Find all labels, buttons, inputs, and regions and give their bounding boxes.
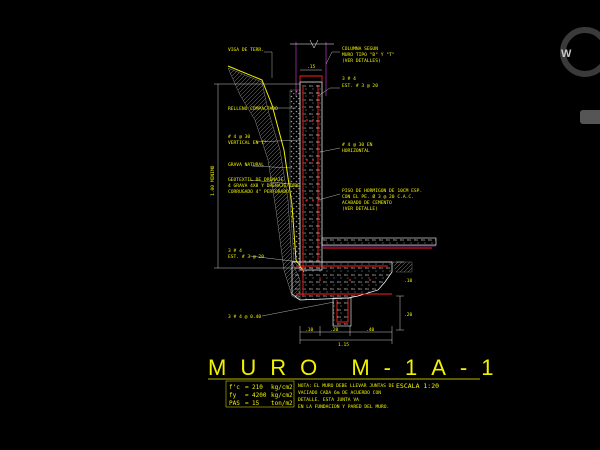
note-line-1: EL MURO DEBE LLEVAR JUNTAS DE <box>314 383 394 389</box>
dim-b3: .40 <box>366 327 375 333</box>
label-piso-3: ACABADO DE CEMENTO <box>342 200 392 206</box>
label-piso-2: CON EL PE. Ø 3 @ 20 C.A.C. <box>342 193 414 200</box>
label-bar4-b: EST. # 3 @ 20 <box>228 254 264 260</box>
label-piso-1: PISO DE HORMIGON DE 10CM ESP. <box>342 188 422 194</box>
dim-top: .15 <box>307 64 316 70</box>
compass-letter-w: W <box>561 48 572 60</box>
label-bar3-a: # 4 @ 30 EN <box>342 142 373 148</box>
note-line-3: DETALLE. ESTA JUNTA VA <box>298 397 359 403</box>
wall-section-detail: VIGA DE TERR. COLUMNA SEGUN MURO TIPO "B… <box>210 39 437 348</box>
label-bar1-a: 3 # 4 <box>342 76 356 82</box>
reinforcement <box>296 75 432 323</box>
footing <box>291 261 393 301</box>
label-geotextil-2: 4 GRAVA 4X8 Y DRENAJE/TUBE <box>228 183 300 189</box>
rebar-dots <box>306 119 371 281</box>
drawing-title: MURO M-1A-1 <box>208 355 507 380</box>
note-head: NOTA: <box>298 383 312 389</box>
material-unit: kg/cm2 <box>271 392 293 399</box>
gravel-drain <box>289 89 301 269</box>
drawing-scale: ESCALA 1:20 <box>396 382 439 390</box>
floor-slab <box>321 237 437 246</box>
column-lines <box>295 42 327 96</box>
label-columna-1: COLUMNA SEGUN <box>342 46 378 52</box>
label-vertical-dim: 1.00 MINIMO <box>210 165 216 196</box>
material-value: 4200 <box>252 392 267 399</box>
compass-widget[interactable]: W <box>560 27 600 77</box>
viewcube-home-button[interactable] <box>580 110 600 124</box>
label-bar3-b: HORIZONTAL <box>342 148 370 154</box>
dim-right1: .10 <box>404 278 413 284</box>
break-symbol <box>309 39 319 49</box>
label-columna-3: (VER DETALLES) <box>342 58 381 64</box>
material-value: 210 <box>252 384 263 391</box>
label-geotextil-3: CORRUGADO 4" PERFORADO <box>228 189 289 195</box>
dimension-lines <box>214 69 404 344</box>
label-bar4-a: 3 # 4 <box>228 248 242 254</box>
material-equals: = <box>245 400 249 407</box>
label-bottom-bar: 3 # 4 @ 0.40 <box>228 314 261 320</box>
dim-right2: .20 <box>404 312 413 318</box>
note-line-2: VACIADO CADA 6m DE ACUERDO CON <box>298 390 381 396</box>
label-columna-2: MURO TIPO "B" Y "T" <box>342 52 395 58</box>
dim-b1: .10 <box>305 327 314 333</box>
note-line-4: EN LA FUNDACION Y PARED DEL MURO. <box>298 404 389 410</box>
label-grava: GRAVA NATURAL <box>228 162 264 168</box>
label-bar2-a: # 4 @ 30 <box>228 134 250 140</box>
right-soil <box>392 261 413 273</box>
material-unit: ton/m2 <box>271 400 293 407</box>
label-bar2-b: VERTICAL EN 1" <box>228 140 267 146</box>
material-symbol: PAS <box>229 400 240 407</box>
material-equals: = <box>245 392 249 399</box>
label-geotextil-1: GEOTEXTIL DE DRENAJE <box>228 177 284 183</box>
label-relleno: RELLENO COMPACTADO <box>228 106 278 112</box>
material-unit: kg/cm2 <box>271 384 293 391</box>
label-bar1-b: EST. # 3 @ 20 <box>342 83 378 89</box>
compass-ring <box>560 27 600 77</box>
material-symbol: fy <box>229 392 237 399</box>
shear-key <box>332 297 352 327</box>
material-value: 15 <box>252 400 260 407</box>
materials-box <box>225 380 295 408</box>
label-piso-4: (VER DETALLE) <box>342 206 378 212</box>
label-viga-terr: VIGA DE TERR. <box>228 47 264 53</box>
leader-lines <box>249 51 341 317</box>
dim-b2: .20 <box>330 327 339 333</box>
material-equals: = <box>245 384 249 391</box>
dim-total: 1.15 <box>338 342 349 348</box>
material-symbol: f'c <box>229 384 240 391</box>
